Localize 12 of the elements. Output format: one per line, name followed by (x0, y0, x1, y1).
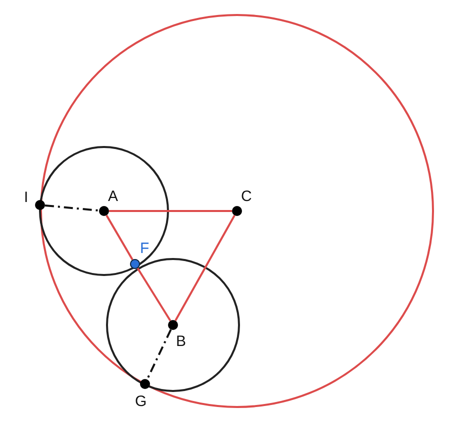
point-label: G (135, 394, 147, 410)
line-segment (136, 268, 172, 322)
line-segment (106, 214, 134, 260)
point-label: C (241, 189, 252, 205)
dash-dot-line (146, 329, 172, 380)
point-label: I (24, 190, 28, 206)
dash-dot-line (44, 204, 100, 212)
line-segment (174, 214, 236, 322)
line-segment (109, 210, 232, 212)
point-label: A (108, 189, 118, 205)
point-label: F (140, 241, 150, 257)
point-label: B (176, 334, 186, 350)
